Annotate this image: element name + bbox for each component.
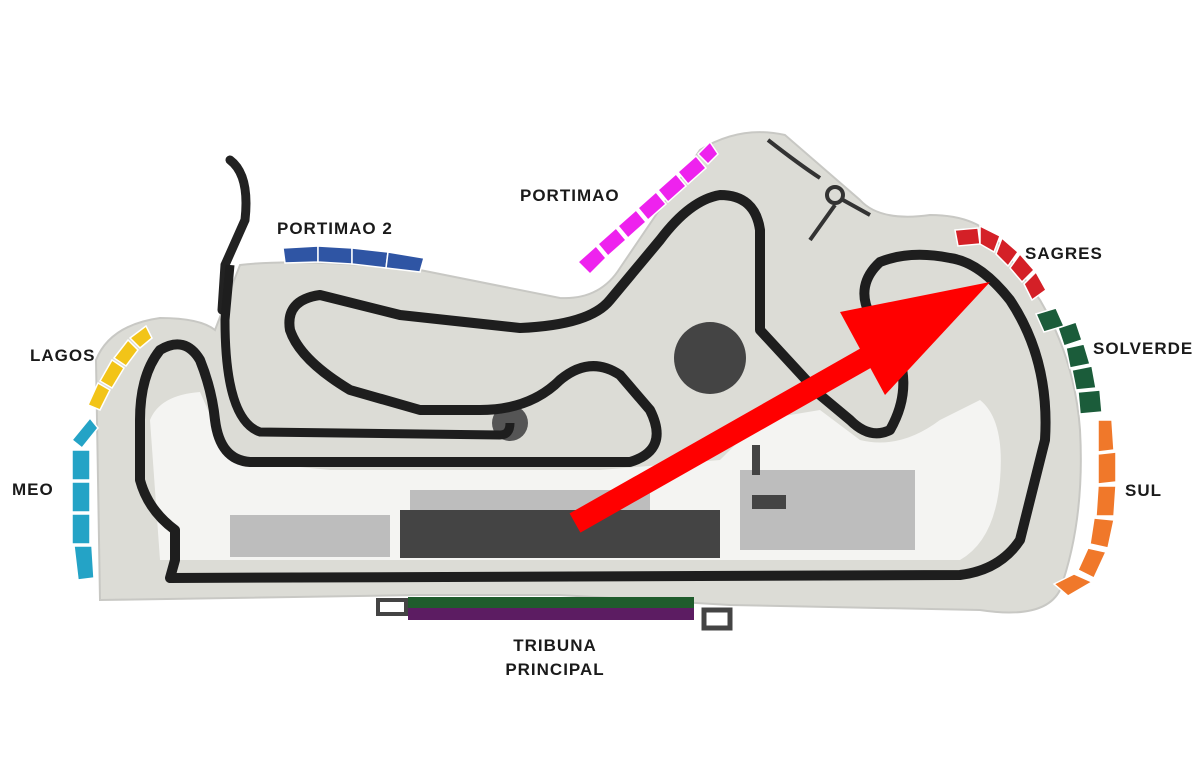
stand-segment [1052,573,1094,597]
label-tribuna: TRIBUNA PRINCIPAL [490,634,620,682]
inner-loop [220,264,515,440]
pit-building [400,510,720,558]
label-sagres: SAGRES [1025,244,1103,263]
stand-segment [112,338,139,368]
stand-segment [86,381,111,411]
stand-solverde [1034,307,1103,415]
tribuna-annex-right [701,607,733,631]
stand-segment [1095,485,1117,517]
label-tribuna-line2: PRINCIPAL [505,660,605,679]
stand-segment [1077,547,1108,580]
stand-sagres [954,224,1047,302]
label-meo: MEO [12,480,54,499]
stand-segment [1097,451,1117,485]
stand-segment [1089,517,1115,549]
stand-segment [1077,389,1103,415]
stand-tribuna-top [408,597,694,608]
stand-segment [954,227,981,247]
stand-sul [1052,419,1117,597]
direction-arrow [569,282,990,533]
access-road-left [217,155,251,315]
stand-segment [1071,365,1097,391]
stand-segment [1023,270,1047,302]
stand-segment [696,140,719,166]
label-sul: SUL [1125,481,1162,500]
stand-segment [385,251,425,273]
stand-meo [70,416,99,581]
stand-segment [351,247,389,269]
stand-segment [71,449,91,481]
access-road [766,138,871,242]
stand-segment [576,244,608,276]
stand-segment [128,324,153,350]
pit-annex [752,495,786,509]
stand-segment [71,481,91,513]
label-lagos: LAGOS [30,346,96,365]
roundabout-center [674,322,746,394]
label-tribuna-line1: TRIBUNA [513,636,597,655]
stand-segment [995,236,1020,268]
stand-portimao [576,140,719,276]
label-portimao: PORTIMAO [520,186,620,205]
stand-segment [70,416,99,450]
stand-segment [1009,252,1036,284]
label-solverde: SOLVERDE [1093,339,1194,358]
stand-segment [282,245,319,264]
stand-segment [1097,419,1115,453]
tribuna-annex [376,598,408,616]
stand-segment [616,208,648,240]
race-track [135,190,1051,583]
stand-lagos [86,324,153,411]
stand-segment [73,545,95,581]
stand-segment [1065,343,1091,369]
stand-segment [98,358,126,390]
stand-segment [636,190,668,222]
stand-tribuna-bottom [408,608,694,620]
stand-segment [676,154,708,186]
stand-portimao2 [282,245,425,273]
stand-segment [317,245,353,265]
stand-segment [1057,321,1083,347]
access-roundabout [825,185,845,205]
stand-segment [656,172,688,204]
stand-segment [71,513,91,545]
pit-annex-2 [752,445,760,475]
stand-segment [979,224,1001,254]
label-portimao2: PORTIMAO 2 [277,219,393,238]
stand-segment [596,226,628,258]
